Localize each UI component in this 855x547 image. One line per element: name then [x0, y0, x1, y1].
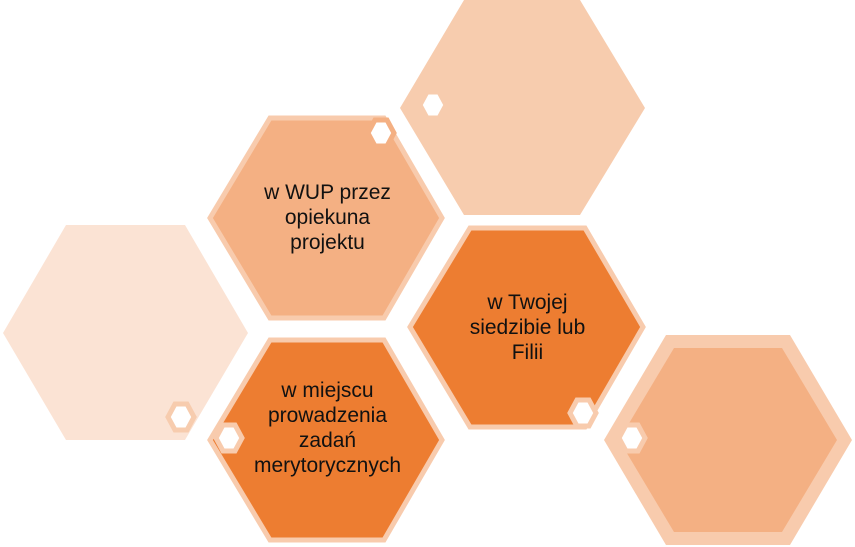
- small-hexagon-icon: [213, 422, 245, 454]
- label-miejscu: w miejscu prowadzenia zadań merytoryczny…: [253, 379, 402, 477]
- small-hexagon-icon: [417, 89, 449, 121]
- label-wup: w WUP przez opiekuna projektu: [264, 181, 391, 254]
- hexagon-shape: [3, 225, 248, 440]
- hexagon-shape: [207, 337, 445, 543]
- hexagon-miejscu: [207, 337, 445, 543]
- small-hexagon-icon: [165, 401, 197, 433]
- label-siedzibie: w Twojej siedzibie lub Filii: [469, 291, 586, 364]
- hexagon-bottom-right: [604, 335, 852, 545]
- hexagon-inner-shape: [619, 348, 837, 532]
- hexagon-shape: [400, 0, 645, 215]
- small-hexagon-icon: [616, 422, 648, 454]
- small-hexagon-icon: [365, 117, 397, 149]
- small-hexagon-icon: [567, 397, 599, 429]
- hexagon-left: [3, 225, 248, 440]
- hexagon-siedzibie: [407, 225, 646, 430]
- hexagon-top-right: [400, 0, 645, 215]
- hexagon-wup: [207, 115, 445, 321]
